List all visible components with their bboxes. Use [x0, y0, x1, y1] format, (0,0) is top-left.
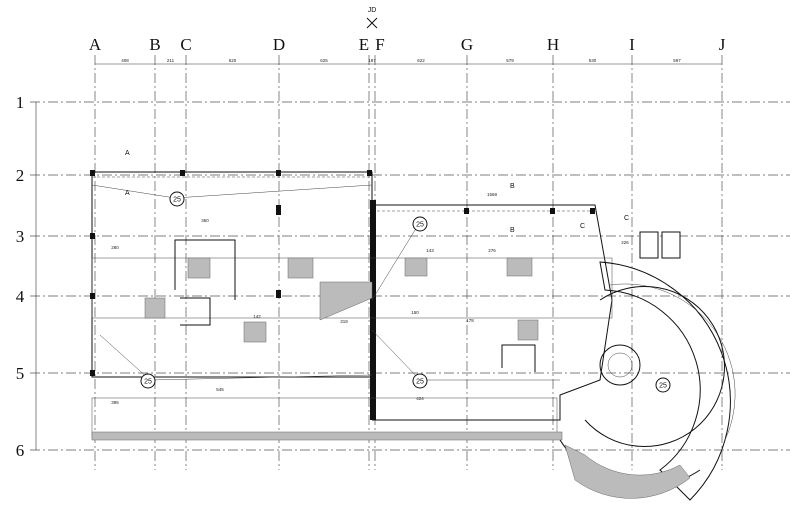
circle-tag-label: 25: [659, 383, 667, 390]
column-label: J: [719, 35, 726, 54]
row-label: 2: [16, 166, 25, 185]
section-mark: B: [510, 183, 515, 190]
column-label: B: [149, 35, 160, 54]
section-mark: A: [125, 150, 130, 157]
column-label: F: [375, 35, 384, 54]
row-label: 5: [16, 364, 25, 383]
column-label: D: [273, 35, 285, 54]
column-dimension: 625: [320, 58, 328, 63]
column-dimension: 530: [589, 58, 597, 63]
north-marker-icon: [366, 17, 378, 29]
axis-grid: [30, 55, 790, 470]
circle-tag-label: 25: [173, 197, 181, 204]
room-dimension: 319: [340, 319, 348, 324]
column-label: E: [359, 35, 369, 54]
circle-tag-icon: [412, 373, 428, 389]
room-dimension: 276: [488, 248, 496, 253]
circle-tag-icon: [169, 191, 185, 207]
circle-tag-label: 25: [416, 222, 424, 229]
column-dimension: 622: [417, 58, 425, 63]
column-label: G: [461, 35, 473, 54]
column-label: I: [629, 35, 635, 54]
room-dimension: 1568: [487, 192, 498, 197]
circle-tag-label: 25: [416, 379, 424, 386]
column-dimension: 597: [673, 58, 681, 63]
room-dimension: 226: [621, 240, 629, 245]
column-dimension: 579: [506, 58, 514, 63]
room-dimension: 280: [111, 245, 119, 250]
row-label: 3: [16, 227, 25, 246]
section-mark: C: [624, 215, 629, 222]
room-dimension: 150: [411, 310, 419, 315]
row-label: 4: [16, 287, 25, 306]
column-dimension: 620: [229, 58, 237, 63]
circle-tag-label: 25: [144, 379, 152, 386]
row-label: 6: [16, 441, 25, 460]
building-outline: [90, 170, 736, 501]
room-dimension: 395: [111, 400, 119, 405]
row-label: 1: [16, 93, 25, 112]
section-mark: B: [510, 227, 515, 234]
column-label: C: [180, 35, 191, 54]
column-dimension: 211: [167, 58, 175, 63]
north-marker-label: JD: [368, 7, 377, 14]
circle-tag-icon: [140, 373, 156, 389]
room-dimension: 178: [466, 318, 474, 323]
room-dimension: 142: [253, 314, 261, 319]
section-mark: C: [580, 223, 585, 230]
column-label: A: [89, 35, 102, 54]
column-dimension: 408: [121, 58, 129, 63]
column-label: H: [547, 35, 559, 54]
section-mark: A: [125, 190, 130, 197]
column-dimension: 187: [368, 58, 376, 63]
room-dimension: 424: [416, 396, 424, 401]
room-dimension: 545: [216, 387, 224, 392]
circle-tag-icon: [412, 216, 428, 232]
circle-tag-icon: [655, 377, 671, 393]
room-dimension: 360: [201, 218, 209, 223]
room-dimension: 143: [426, 248, 434, 253]
